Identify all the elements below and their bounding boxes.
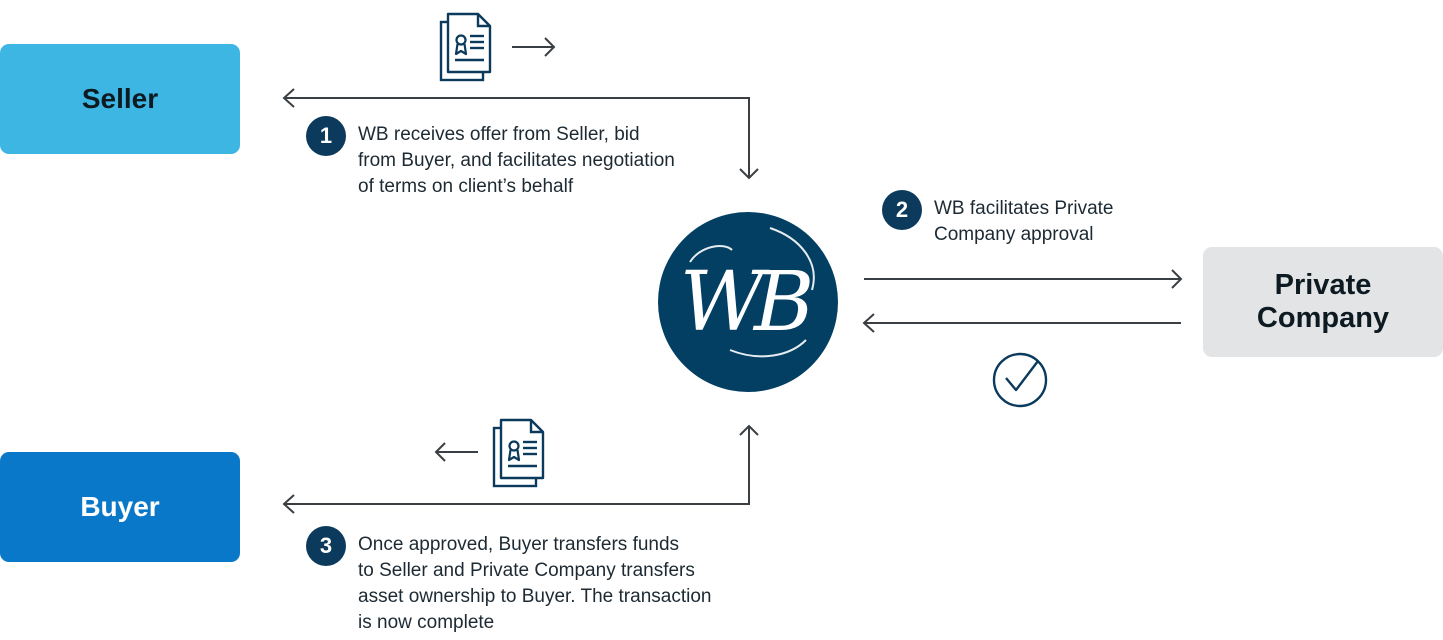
step-1: 1 WB receives offer from Seller, bid fro… bbox=[306, 116, 675, 200]
step-number-badge: 1 bbox=[306, 116, 346, 156]
to-private-company-arrow bbox=[864, 269, 1183, 289]
from-private-company-arrow bbox=[862, 313, 1181, 333]
seller-node: Seller bbox=[0, 44, 240, 154]
arrow-icon bbox=[512, 37, 556, 57]
buyer-node: Buyer bbox=[0, 452, 240, 562]
step-number-badge: 3 bbox=[306, 526, 346, 566]
arrow-icon bbox=[434, 442, 478, 462]
document-icon bbox=[492, 418, 545, 488]
buyer-connector-arrow bbox=[282, 424, 759, 514]
wb-logo: WB bbox=[658, 212, 838, 392]
step-description: WB facilitates Private Company approval bbox=[934, 198, 1114, 245]
buyer-label: Buyer bbox=[80, 491, 160, 522]
step-description: WB receives offer from Seller, bid from … bbox=[358, 124, 675, 197]
step-description: Once approved, Buyer transfers funds to … bbox=[358, 534, 712, 633]
private-company-label-line2: Company bbox=[1256, 302, 1390, 334]
document-icon bbox=[439, 12, 492, 82]
seller-label: Seller bbox=[81, 83, 159, 114]
step-3: 3 Once approved, Buyer transfers funds t… bbox=[306, 526, 712, 636]
private-company-label-line1: Private bbox=[1274, 269, 1372, 301]
private-company-node: Private Company bbox=[1203, 247, 1443, 357]
step-number-badge: 2 bbox=[882, 190, 922, 230]
step-2: 2 WB facilitates Private Company approva… bbox=[882, 190, 1114, 248]
seller-connector-arrow bbox=[282, 88, 759, 180]
checkmark-circle-icon bbox=[992, 352, 1048, 408]
wb-logo-text: WB bbox=[680, 255, 811, 350]
